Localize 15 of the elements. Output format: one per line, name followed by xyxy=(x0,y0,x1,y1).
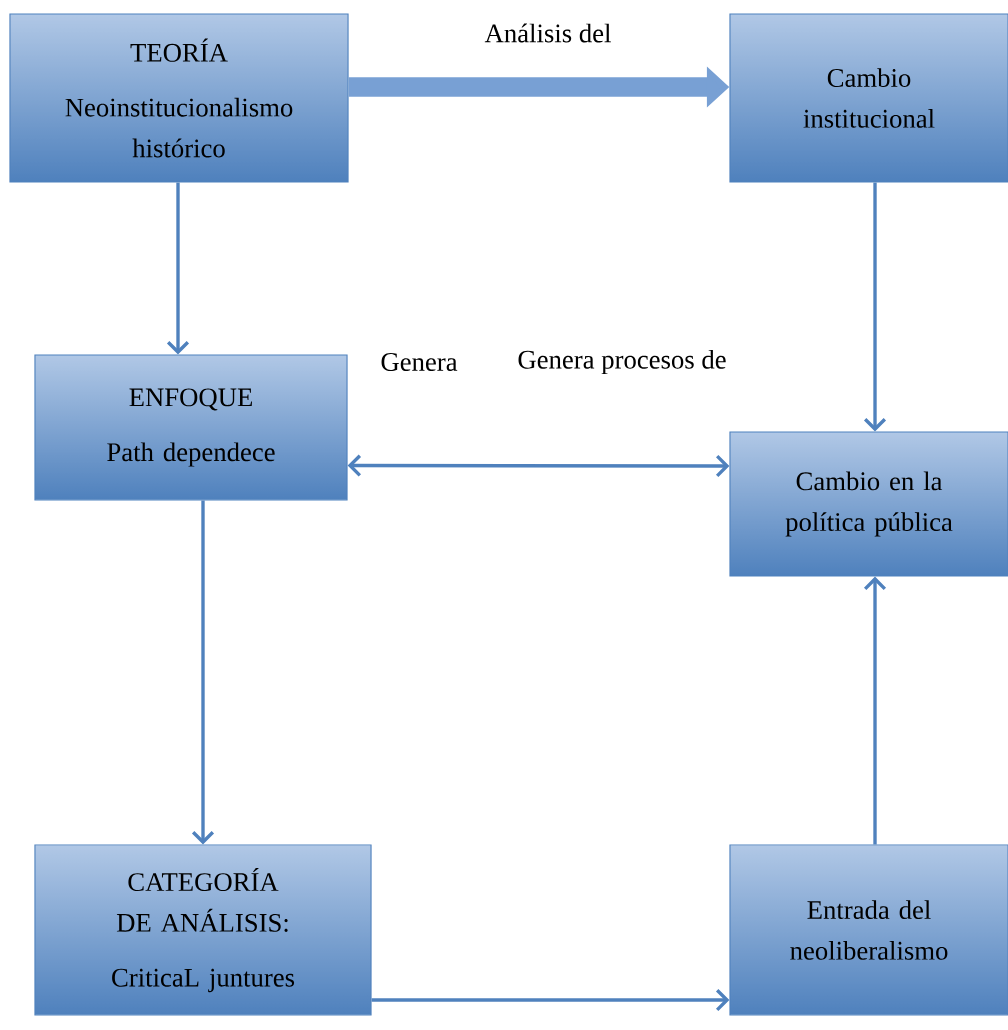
process-box: TEORÍA Neoinstitucionalismo histórico xyxy=(9,13,349,183)
process-box: Cambio institucional xyxy=(729,13,1008,183)
arrow xyxy=(863,182,887,432)
process-box: Cambio en la política pública xyxy=(729,431,1008,577)
process-box: Entrada del neoliberalismo xyxy=(729,844,1008,1016)
arrow xyxy=(166,182,190,355)
edge-label: Análisis del xyxy=(483,22,613,44)
arrow xyxy=(863,576,887,845)
text-label: Genera procesos de xyxy=(518,349,726,375)
arrow xyxy=(371,989,730,1012)
process-box: CATEGORÍA DE ANÁLISIS: CriticaL juntures xyxy=(34,844,372,1016)
process-box: ENFOQUE Path dependece xyxy=(34,354,348,501)
text-label: Genera xyxy=(381,353,458,371)
arrow xyxy=(347,454,730,477)
arrow xyxy=(191,500,215,845)
